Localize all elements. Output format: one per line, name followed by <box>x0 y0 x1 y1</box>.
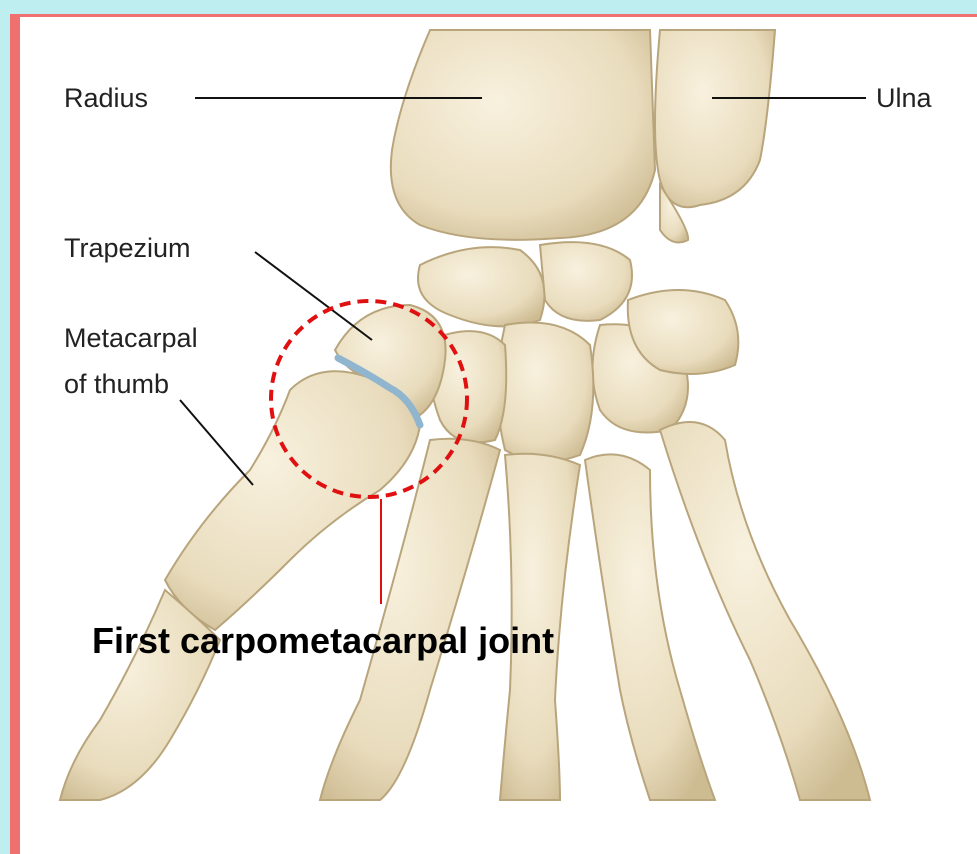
metacarpal-leader <box>180 400 253 485</box>
ulna-label: Ulna <box>876 82 932 114</box>
trapezium-label: Trapezium <box>64 232 191 264</box>
radius-label: Radius <box>64 82 148 114</box>
lunate-bone <box>540 242 632 321</box>
ulna-bone <box>655 30 775 207</box>
capitate-bone <box>498 323 594 462</box>
metacarpal-label-line2: of thumb <box>64 368 169 400</box>
scaphoid-bone <box>418 247 545 326</box>
radius-bone <box>391 30 655 240</box>
trapezium-leader <box>255 252 372 340</box>
metacarpal-label-line1: Metacarpal <box>64 322 198 354</box>
joint-caption: First carpometacarpal joint <box>92 620 554 662</box>
